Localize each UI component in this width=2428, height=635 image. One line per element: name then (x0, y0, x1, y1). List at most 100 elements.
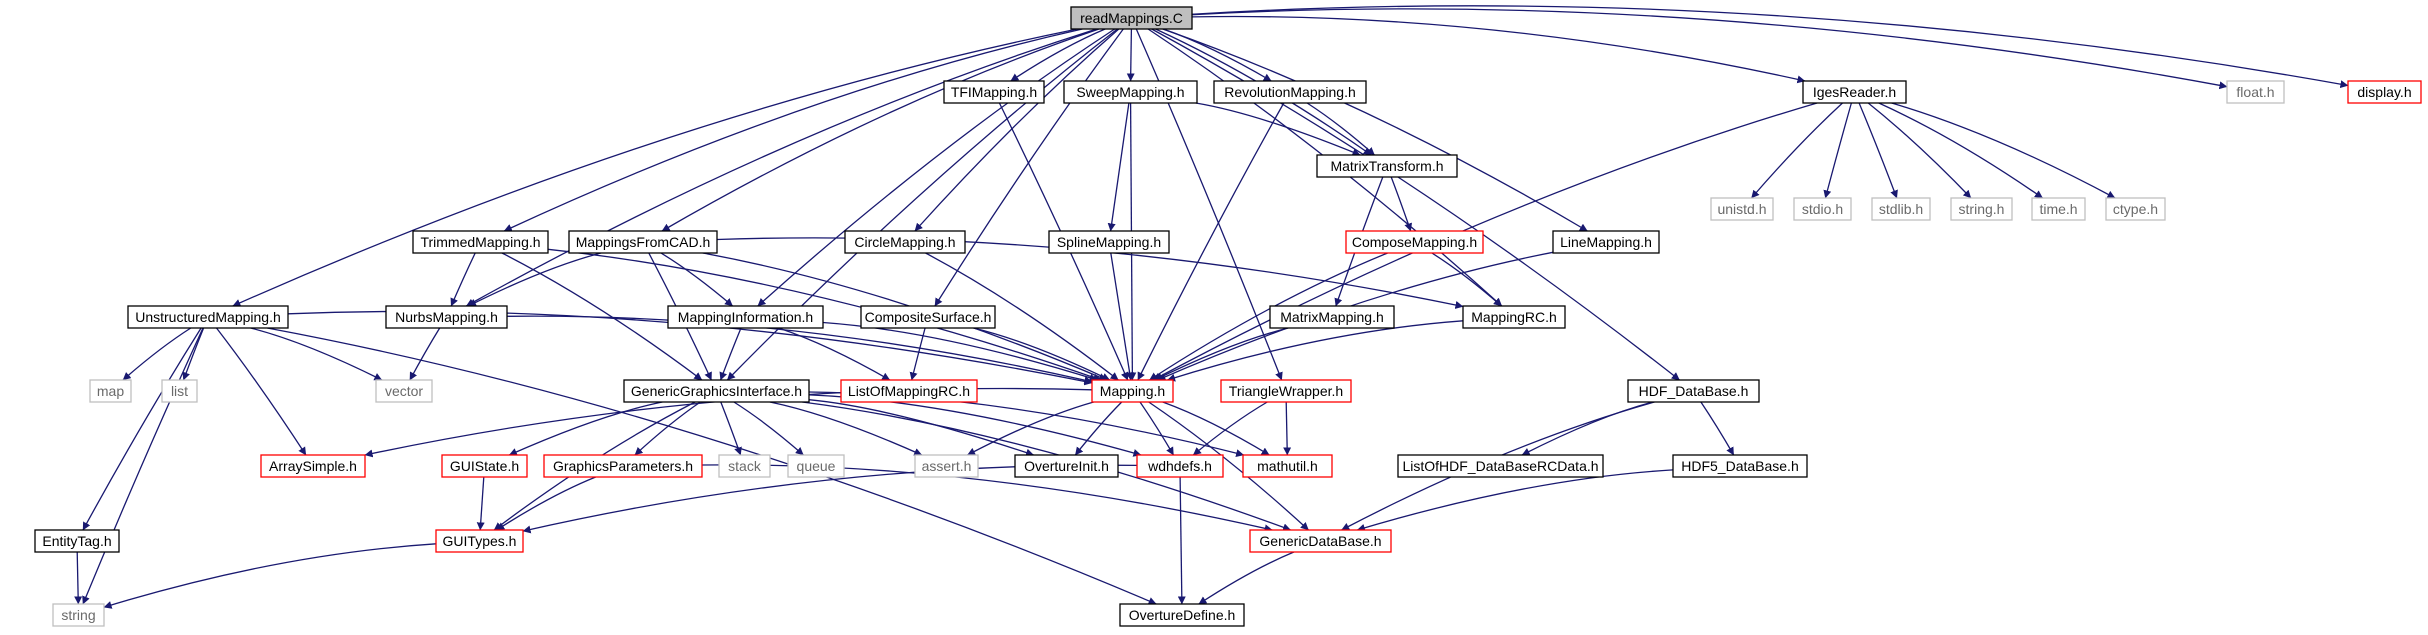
node-label: RevolutionMapping.h (1224, 84, 1356, 100)
node-unstructuredmapping-h[interactable]: UnstructuredMapping.h (127, 305, 289, 329)
node-box (127, 305, 289, 329)
node-box (840, 379, 978, 403)
node-circlemapping-h[interactable]: CircleMapping.h (844, 230, 966, 254)
node-overturedefine-h[interactable]: OvertureDefine.h (1119, 603, 1245, 627)
node-box (161, 379, 198, 403)
node-label: MatrixMapping.h (1280, 309, 1384, 325)
node-listofhdf-databasercdata-h[interactable]: ListOfHDF_DataBaseRCData.h (1397, 454, 1604, 478)
node-mappingrc-h[interactable]: MappingRC.h (1462, 305, 1566, 329)
node-overtureinit-h[interactable]: OvertureInit.h (1014, 454, 1119, 478)
edge-genericgraphicsinterface-h-to-genericdatabase-h (802, 401, 1291, 532)
node-box (1627, 379, 1760, 403)
node-string-h[interactable]: string.h (1950, 197, 2013, 221)
node-label: string (61, 607, 95, 623)
node-queue[interactable]: queue (787, 454, 845, 478)
edge-unstructuredmapping-h-to-string (82, 327, 204, 605)
node-box (1871, 197, 1931, 221)
edge-readmappings-c-to-linemapping-h (1162, 28, 1588, 232)
edge-matrixmapping-h-to-mapping-h (1154, 327, 1289, 381)
node-box (52, 603, 105, 627)
node-trimmedmapping-h[interactable]: TrimmedMapping.h (412, 230, 549, 254)
node-listofmappingrc-h[interactable]: ListOfMappingRC.h (840, 379, 978, 403)
node-box (1119, 603, 1245, 627)
node-genericdatabase-h[interactable]: GenericDataBase.h (1249, 529, 1392, 553)
edge-readmappings-c-to-nurbsmapping-h (465, 28, 1097, 307)
node-compositesurface-h[interactable]: CompositeSurface.h (860, 305, 996, 329)
node-box (1802, 80, 1907, 104)
node-ctype-h[interactable]: ctype.h (2105, 197, 2166, 221)
node-graphicsparameters-h[interactable]: GraphicsParameters.h (543, 454, 703, 478)
node-box (1345, 230, 1484, 254)
node-label: ArraySimple.h (269, 458, 357, 474)
node-float-h[interactable]: float.h (2226, 80, 2285, 104)
node-mapping-h[interactable]: Mapping.h (1091, 379, 1174, 403)
node-box (1048, 230, 1170, 254)
node-map[interactable]: map (89, 379, 132, 403)
node-label: SweepMapping.h (1076, 84, 1184, 100)
node-label: EntityTag.h (42, 533, 111, 549)
edge-readmappings-c-to-display-h (1191, 5, 2349, 89)
node-box (1242, 454, 1333, 478)
node-label: MappingInformation.h (678, 309, 813, 325)
node-guistate-h[interactable]: GUIState.h (441, 454, 528, 478)
node-stdlib-h[interactable]: stdlib.h (1871, 197, 1931, 221)
edge-linemapping-h-to-mapping-h (1157, 251, 1554, 381)
edge-igesreader-h-to-ctype-h (1891, 102, 2116, 199)
edge-readmappings-c-to-compositesurface-h (934, 28, 1124, 307)
edge-sweepmapping-h-to-matrixtransform-h (1195, 102, 1361, 156)
node-hdf5-database-h[interactable]: HDF5_DataBase.h (1672, 454, 1808, 478)
node-matrixmapping-h[interactable]: MatrixMapping.h (1269, 305, 1395, 329)
node-tfimapping-h[interactable]: TFIMapping.h (943, 80, 1045, 104)
node-readmappings-c[interactable]: readMappings.C (1070, 6, 1193, 30)
edge-readmappings-c-to-igesreader-h (1191, 15, 1806, 84)
edge-entitytag-h-to-string (74, 551, 83, 605)
node-label: float.h (2236, 84, 2274, 100)
edge-circlemapping-h-to-mapping-h (925, 252, 1119, 381)
node-composemapping-h[interactable]: ComposeMapping.h (1345, 230, 1484, 254)
node-linemapping-h[interactable]: LineMapping.h (1552, 230, 1660, 254)
node-display-h[interactable]: display.h (2347, 80, 2422, 104)
edge-compositesurface-h-to-mapping-h (973, 327, 1111, 381)
node-mappingsfromcad-h[interactable]: MappingsFromCAD.h (568, 230, 718, 254)
node-label: OvertureInit.h (1024, 458, 1109, 474)
edge-unstructuredmapping-h-to-list (182, 327, 205, 381)
node-stack[interactable]: stack (718, 454, 771, 478)
node-label: TriangleWrapper.h (1229, 383, 1343, 399)
node-list[interactable]: list (161, 379, 198, 403)
node-splinemapping-h[interactable]: SplineMapping.h (1048, 230, 1170, 254)
node-arraysimple-h[interactable]: ArraySimple.h (260, 454, 366, 478)
node-label: MappingsFromCAD.h (576, 234, 711, 250)
node-igesreader-h[interactable]: IgesReader.h (1802, 80, 1907, 104)
node-label: UnstructuredMapping.h (135, 309, 281, 325)
node-label: list (171, 383, 188, 399)
edge-mappinginformation-h-to-mapping-h (822, 321, 1098, 382)
edge-guistate-h-to-guitypes-h (476, 476, 485, 531)
edge-trimmedmapping-h-to-nurbsmapping-h (450, 252, 476, 307)
node-vector[interactable]: vector (375, 379, 433, 403)
node-guitypes-h[interactable]: GUITypes.h (435, 529, 524, 553)
node-assert-h[interactable]: assert.h (914, 454, 979, 478)
node-mathutil-h[interactable]: mathutil.h (1242, 454, 1333, 478)
node-genericgraphicsinterface-h[interactable]: GenericGraphicsInterface.h (623, 379, 810, 403)
node-string[interactable]: string (52, 603, 105, 627)
node-box (1136, 454, 1224, 478)
node-label: vector (385, 383, 423, 399)
edge-genericgraphicsinterface-h-to-overtureinit-h (808, 399, 1034, 457)
node-entitytag-h[interactable]: EntityTag.h (34, 529, 120, 553)
edge-readmappings-c-to-sweepmapping-h (1126, 28, 1135, 82)
node-stdio-h[interactable]: stdio.h (1793, 197, 1852, 221)
node-unistd-h[interactable]: unistd.h (1710, 197, 1774, 221)
edge-readmappings-c-to-trimmedmapping-h (503, 28, 1083, 232)
node-nurbsmapping-h[interactable]: NurbsMapping.h (385, 305, 508, 329)
node-box (844, 230, 966, 254)
node-time-h[interactable]: time.h (2031, 197, 2086, 221)
node-revolutionmapping-h[interactable]: RevolutionMapping.h (1213, 80, 1367, 104)
node-hdf-database-h[interactable]: HDF_DataBase.h (1627, 379, 1760, 403)
node-sweepmapping-h[interactable]: SweepMapping.h (1063, 80, 1198, 104)
node-mappinginformation-h[interactable]: MappingInformation.h (667, 305, 824, 329)
node-box (1249, 529, 1392, 553)
node-wdhdefs-h[interactable]: wdhdefs.h (1136, 454, 1224, 478)
node-trianglewrapper-h[interactable]: TriangleWrapper.h (1220, 379, 1352, 403)
node-matrixtransform-h[interactable]: MatrixTransform.h (1316, 154, 1458, 178)
edge-mapping-h-to-genericdatabase-h (1148, 401, 1309, 531)
